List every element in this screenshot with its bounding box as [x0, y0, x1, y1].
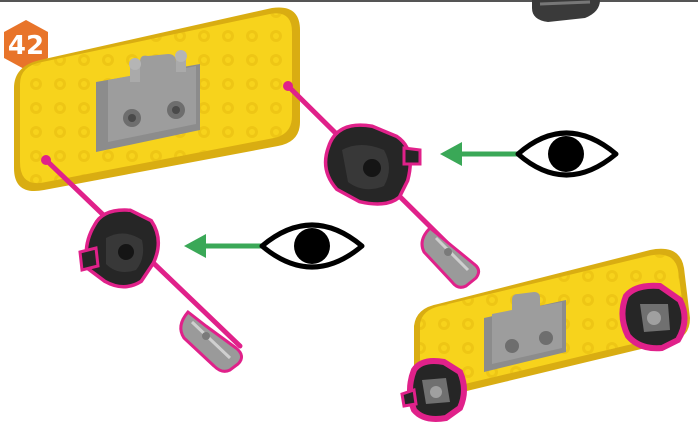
arrow-left-icon: [440, 142, 520, 166]
eye-icon: [259, 222, 365, 270]
partial-part-top: [532, 0, 600, 22]
peg-right: [420, 225, 481, 289]
gray-bracket: [96, 50, 200, 152]
step-badge-hexagon: [4, 20, 48, 70]
step-number: 42: [8, 31, 44, 61]
peg-left: [179, 309, 243, 373]
step-badge: 42: [4, 20, 48, 70]
hub-right: [323, 123, 422, 206]
eye-icon: [515, 130, 619, 178]
hub-left: [78, 208, 160, 289]
assembled-result: [400, 248, 690, 422]
arrow-left-icon: [184, 234, 264, 258]
